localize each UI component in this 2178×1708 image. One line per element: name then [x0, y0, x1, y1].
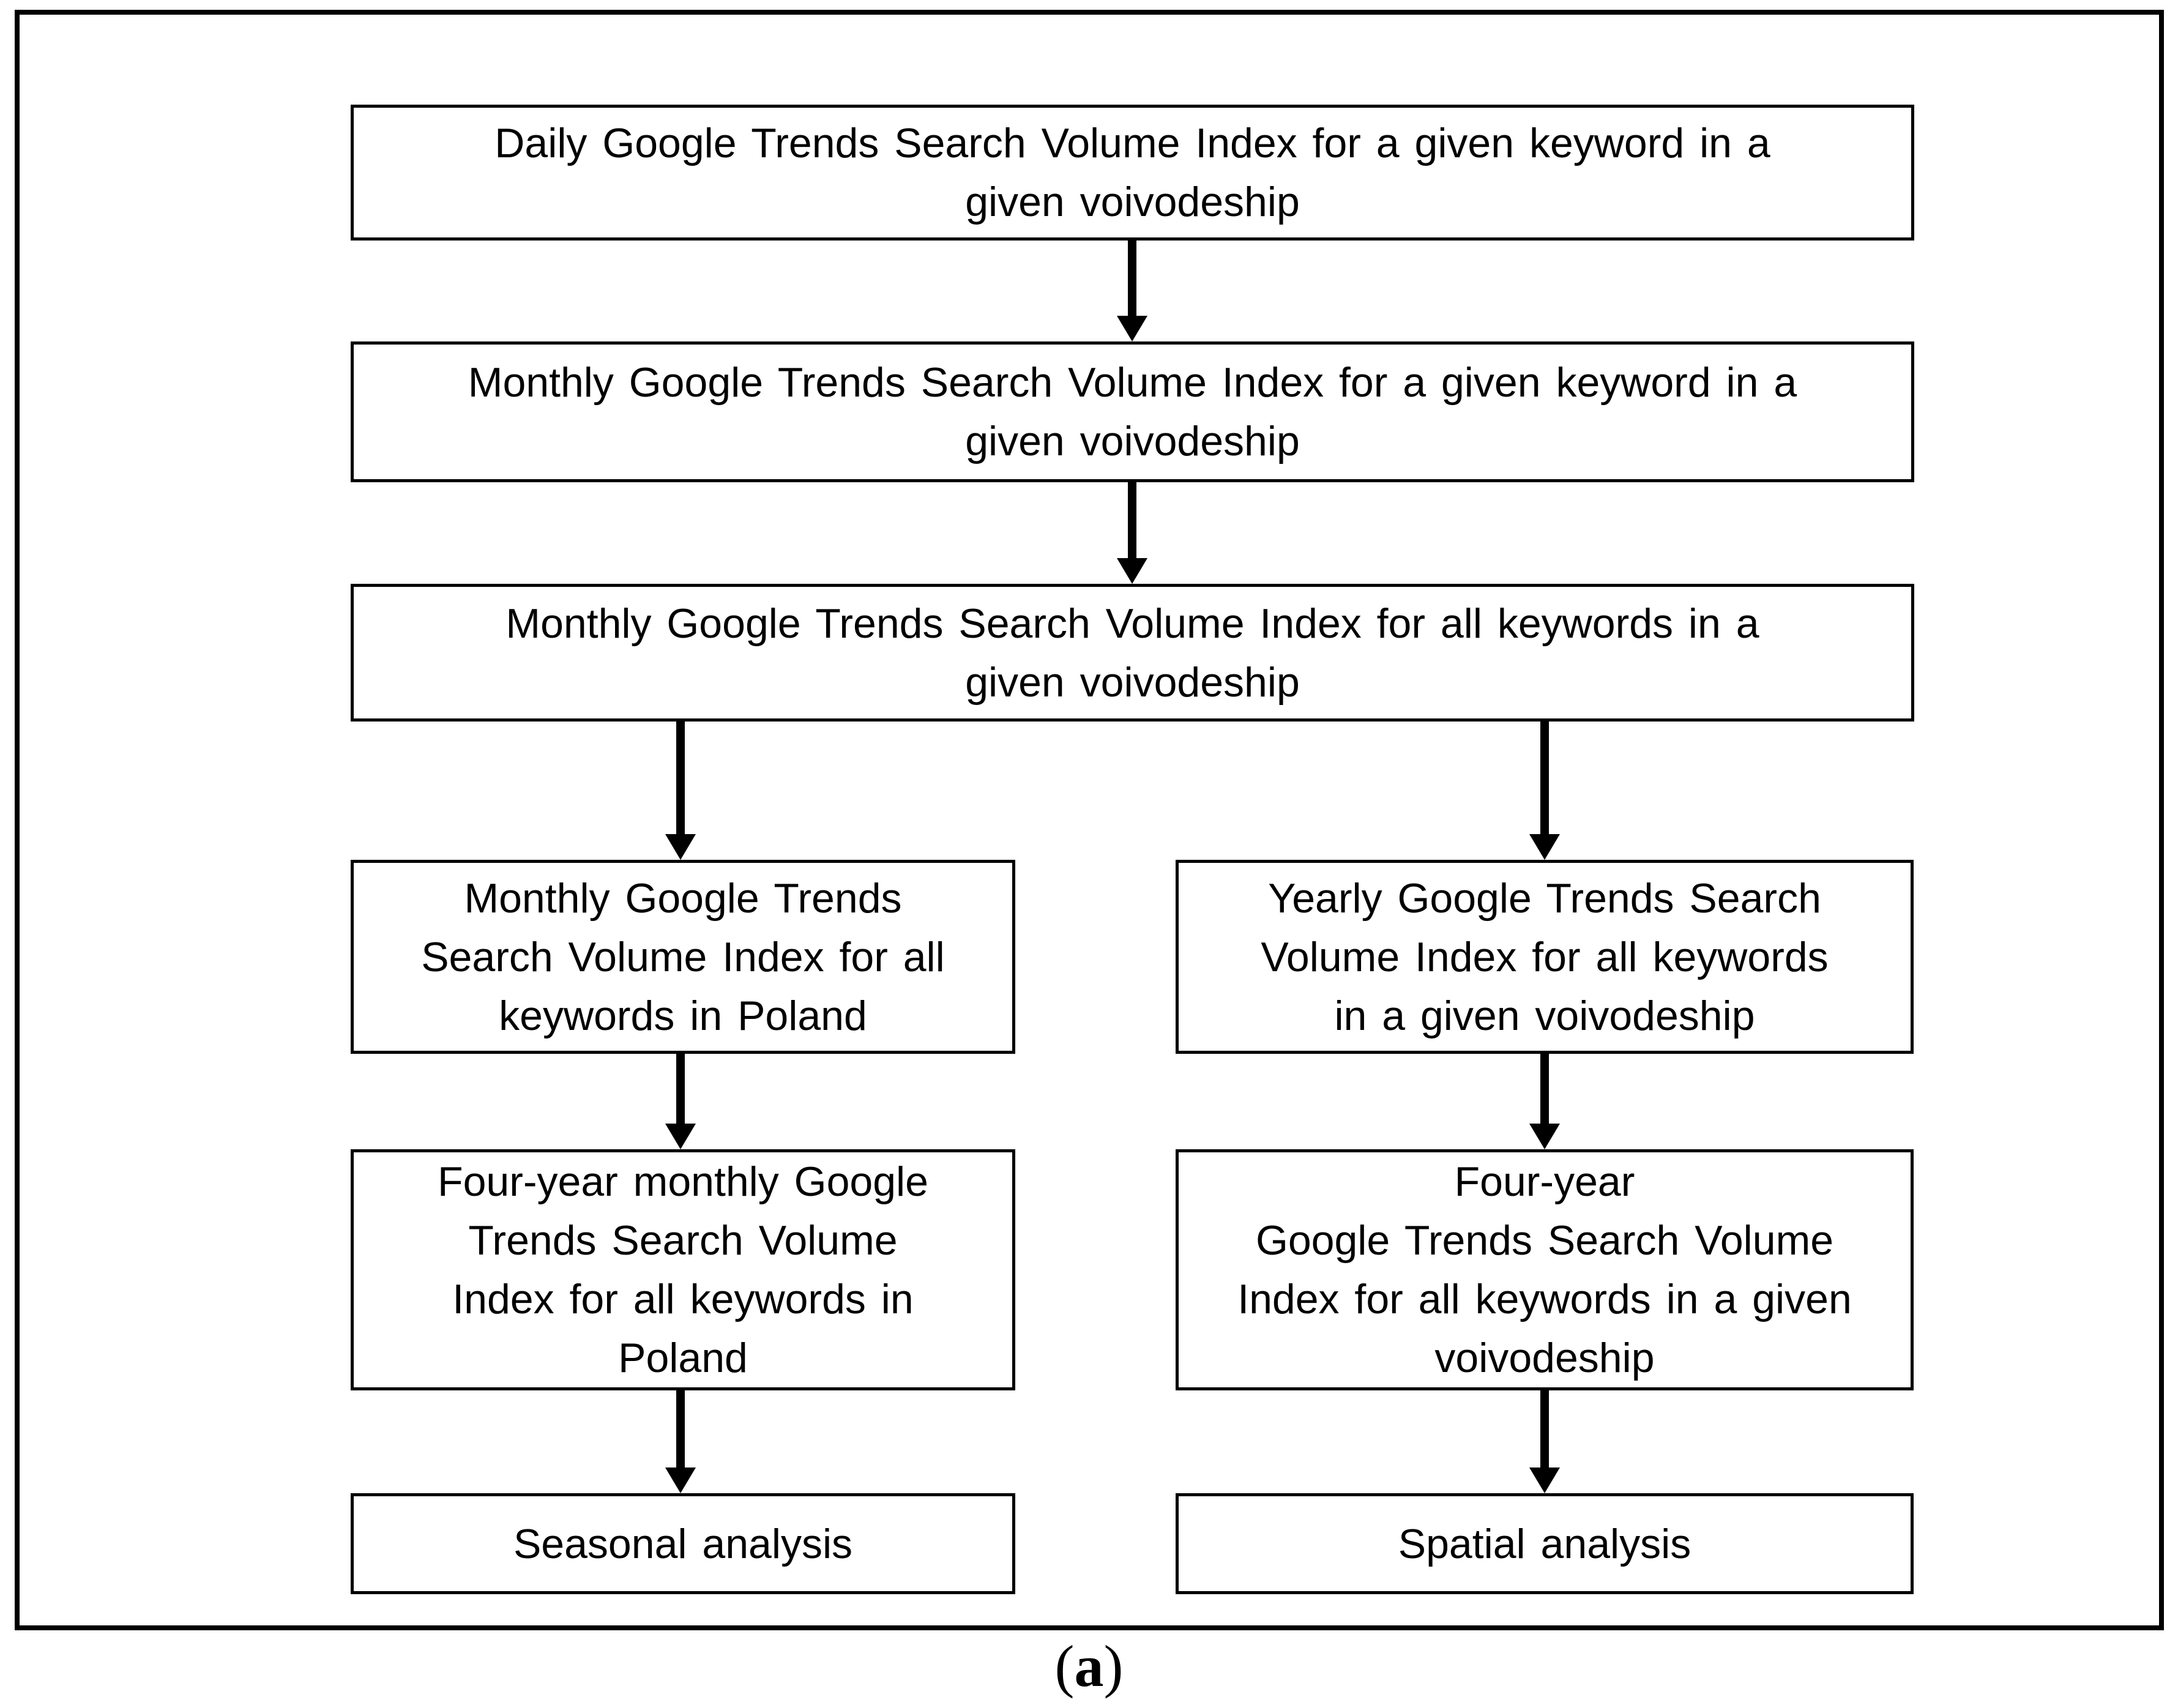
arrow-stem — [1540, 1390, 1549, 1467]
arrow-stem — [1128, 241, 1136, 316]
node-yearly-voivodeship-svi: Yearly Google Trends Search Volume Index… — [1176, 860, 1914, 1054]
caption-open-paren: ( — [1054, 1633, 1075, 1699]
node-daily-svi: Daily Google Trends Search Volume Index … — [351, 105, 1914, 241]
connector-four-year-voivodeship-to-spatial — [1529, 1390, 1560, 1493]
node-spatial-analysis: Spatial analysis — [1176, 1493, 1914, 1594]
arrow-down-icon — [1529, 1467, 1560, 1493]
arrow-stem — [676, 1390, 685, 1467]
arrow-stem — [1128, 482, 1136, 558]
arrow-down-icon — [1529, 1124, 1560, 1149]
node-monthly-keyword-svi: Monthly Google Trends Search Volume Inde… — [351, 341, 1914, 482]
node-monthly-poland-svi: Monthly Google Trends Search Volume Inde… — [351, 860, 1015, 1054]
arrow-down-icon — [1117, 316, 1147, 341]
arrow-stem — [1540, 1054, 1549, 1124]
arrow-stem — [676, 722, 685, 834]
caption-label: a — [1074, 1633, 1104, 1699]
arrow-stem — [1540, 722, 1549, 834]
connector-yearly-to-four-year-voivodeship — [1529, 1054, 1560, 1149]
node-four-year-voivodeship-svi: Four-year Google Trends Search Volume In… — [1176, 1149, 1914, 1390]
node-monthly-all-keywords-svi: Monthly Google Trends Search Volume Inde… — [351, 584, 1914, 722]
arrow-down-icon — [665, 834, 696, 860]
arrow-stem — [676, 1054, 685, 1124]
arrow-down-icon — [1117, 558, 1147, 584]
connector-monthly-poland-to-four-year-poland — [665, 1054, 696, 1149]
node-seasonal-analysis: Seasonal analysis — [351, 1493, 1015, 1594]
connector-daily-to-monthly — [1117, 241, 1147, 341]
connector-monthly-all-to-yearly-voivodeship — [1529, 722, 1560, 860]
caption-close-paren: ) — [1103, 1633, 1124, 1699]
arrow-down-icon — [665, 1124, 696, 1149]
connector-four-year-poland-to-seasonal — [665, 1390, 696, 1493]
connector-monthly-keyword-to-monthly-all — [1117, 482, 1147, 584]
node-four-year-monthly-poland-svi: Four-year monthly Google Trends Search V… — [351, 1149, 1015, 1390]
connector-monthly-all-to-monthly-poland — [665, 722, 696, 860]
arrow-down-icon — [1529, 834, 1560, 860]
arrow-down-icon — [665, 1467, 696, 1493]
figure-caption: (a) — [0, 1633, 2178, 1700]
